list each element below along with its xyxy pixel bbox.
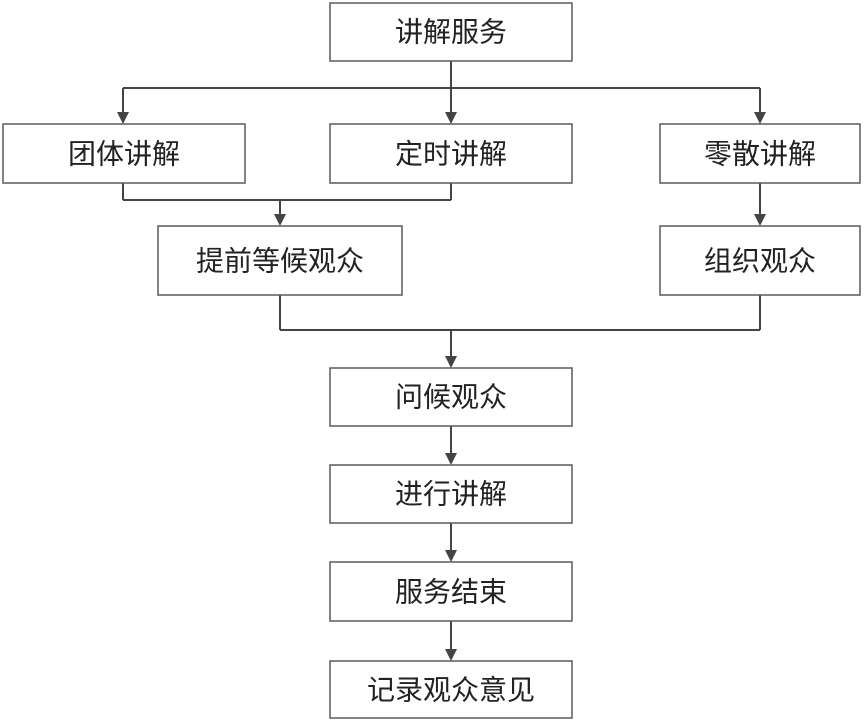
arrowhead-service-to-scheduled	[445, 112, 457, 124]
node-organize-box	[659, 225, 861, 296]
node-scheduled: 定时讲解	[329, 123, 573, 184]
node-end-label: 服务结束	[395, 576, 507, 609]
arrowhead-service-to-scattered	[754, 112, 766, 124]
node-group-box	[2, 123, 246, 184]
node-scattered: 零散讲解	[659, 123, 861, 184]
node-explain: 进行讲解	[329, 464, 573, 524]
node-service-label: 讲解服务	[395, 16, 507, 49]
arrowhead-scattered-to-organize	[754, 214, 766, 226]
node-explain-label: 进行讲解	[395, 478, 507, 511]
node-end-box	[329, 561, 573, 622]
node-record: 记录观众意见	[329, 660, 573, 719]
node-organize: 组织观众	[659, 225, 861, 296]
node-record-box	[329, 660, 573, 719]
node-greet-box	[329, 367, 573, 427]
arrowhead-to-greet	[445, 356, 457, 368]
node-wait: 提前等候观众	[157, 225, 403, 296]
node-explain-box	[329, 464, 573, 524]
arrowhead-greet-to-explain	[445, 453, 457, 465]
node-greet-label: 问候观众	[395, 381, 507, 414]
node-service-box	[329, 2, 573, 62]
arrowhead-end-to-record	[445, 649, 457, 661]
node-wait-label: 提前等候观众	[196, 245, 364, 278]
node-scheduled-box	[329, 123, 573, 184]
node-scattered-box	[659, 123, 861, 184]
arrowhead-explain-to-end	[445, 550, 457, 562]
node-wait-box	[157, 225, 403, 296]
node-service: 讲解服务	[329, 2, 573, 62]
node-greet: 问候观众	[329, 367, 573, 427]
node-scattered-label: 零散讲解	[704, 138, 816, 171]
connectors	[117, 61, 766, 661]
arrowhead-to-wait	[274, 214, 286, 226]
node-group: 团体讲解	[2, 123, 246, 184]
node-end: 服务结束	[329, 561, 573, 622]
node-scheduled-label: 定时讲解	[395, 138, 507, 171]
node-organize-label: 组织观众	[704, 245, 816, 278]
node-group-label: 团体讲解	[68, 138, 180, 171]
arrowhead-service-to-group	[117, 112, 129, 124]
node-record-label: 记录观众意见	[367, 674, 535, 707]
